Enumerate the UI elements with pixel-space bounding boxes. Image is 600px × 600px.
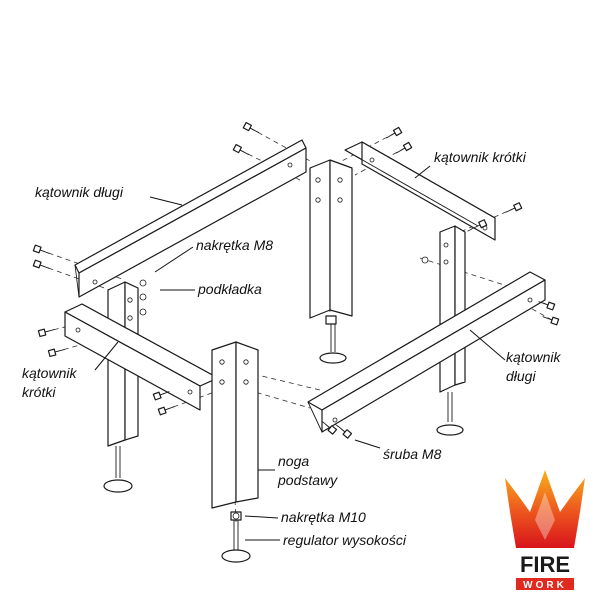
label-angle-long-top: kątownik długi: [35, 184, 124, 200]
bolts: [32, 121, 560, 520]
label-leg-2: podstawy: [277, 472, 338, 488]
leg-front: [211, 341, 259, 563]
angle-long-top-left: [74, 139, 307, 298]
flame-icon: [505, 470, 585, 548]
label-angle-long-right-2: długi: [506, 368, 536, 384]
label-washer: podkładka: [197, 281, 262, 297]
angle-long-right: [307, 271, 546, 433]
label-height-regulator: regulator wysokości: [283, 532, 407, 548]
logo-word-fire: FIRE: [520, 552, 570, 577]
leg-left: [103, 281, 139, 493]
label-angle-short-left-2: krótki: [22, 384, 56, 400]
firework-logo: FIRE WORK: [505, 470, 585, 591]
label-angle-short-top: kątownik krótki: [434, 149, 527, 165]
logo-word-work: WORK: [523, 580, 567, 591]
label-leg-1: noga: [278, 453, 309, 469]
label-nut-m8: nakrętka M8: [196, 237, 273, 253]
leg-back: [309, 159, 353, 364]
part-labels: kątownik długi kątownik krótki nakrętka …: [22, 149, 561, 548]
label-angle-short-left-1: kątownik: [22, 365, 77, 381]
angle-short-left: [64, 303, 219, 411]
label-nut-m10: nakrętka M10: [281, 509, 366, 525]
angle-short-top-right: [344, 141, 496, 241]
leader-lines: [94, 165, 506, 541]
label-bolt-m8: śruba M8: [383, 446, 442, 462]
logo-band: [516, 578, 574, 590]
label-angle-long-right-1: kątownik: [506, 349, 561, 365]
